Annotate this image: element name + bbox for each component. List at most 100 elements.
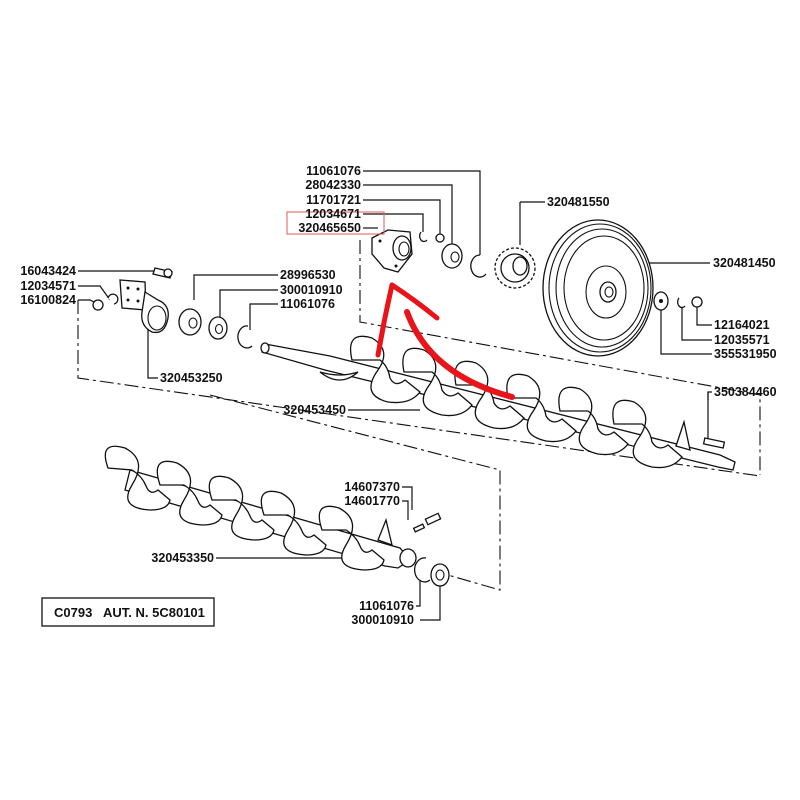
- label-16100824[interactable]: 16100824: [20, 293, 76, 307]
- upper-flight-5: [558, 386, 629, 456]
- frame-line-upper: [359, 240, 761, 475]
- label-12034571[interactable]: 12034571: [20, 279, 76, 293]
- label-320453450[interactable]: 320453450: [283, 403, 346, 417]
- pulley-face: [563, 235, 645, 341]
- bearing-28996530-bore: [188, 317, 198, 329]
- upper-flight-2: [402, 347, 473, 417]
- lower-flight-2: [156, 460, 223, 526]
- circlip-11061076-left: [237, 325, 253, 349]
- label-320481450[interactable]: 320481450: [713, 256, 776, 270]
- lower-auger-flights: [104, 445, 385, 571]
- left-bracket-group: [92, 267, 253, 349]
- lower-auger: [104, 445, 450, 587]
- bracket-hole: [136, 299, 140, 303]
- pulley-bore: [604, 286, 614, 298]
- bracket-hole: [126, 298, 130, 302]
- label-12034671[interactable]: 12034671: [305, 207, 361, 221]
- lower-auger-shaft: [124, 469, 411, 569]
- upper-auger-fin-left: [319, 371, 359, 381]
- leader-28042330: [363, 184, 453, 245]
- sprocket-hub: [512, 256, 528, 276]
- housing-bore: [147, 305, 167, 331]
- upper-auger-flights: [349, 335, 683, 469]
- nut-11701721: [435, 233, 445, 243]
- lower-auger-fin: [377, 517, 393, 547]
- label-14607370[interactable]: 14607370: [344, 480, 400, 494]
- leader-12164021: [696, 305, 712, 326]
- bracket-hole: [136, 287, 140, 291]
- label-320481550[interactable]: 320481550: [547, 195, 610, 209]
- sprocket-320481550: [494, 247, 536, 289]
- label-16043424[interactable]: 16043424: [20, 264, 76, 278]
- frame-line-left: [77, 300, 761, 477]
- lower-flight-4: [260, 490, 327, 556]
- flange-bore: [398, 241, 410, 257]
- frame-line-lower: [209, 394, 501, 591]
- pulley-rim-outer: [542, 219, 654, 357]
- bracket-hole: [126, 286, 130, 290]
- clip-12035571: [676, 297, 686, 309]
- label-11061076-top[interactable]: 11061076: [306, 164, 361, 178]
- reference-box-frame: [41, 597, 215, 627]
- pulley-center: [585, 265, 627, 319]
- circlip-11061076-bottom: [413, 557, 431, 583]
- upper-auger-fin-right: [675, 419, 691, 451]
- shaft-end-left: [260, 342, 270, 354]
- arrow-tail-stroke: [404, 309, 515, 400]
- leader-12034671: [363, 213, 424, 232]
- leader-12034571: [78, 285, 111, 301]
- label-12035571[interactable]: 12035571: [714, 333, 770, 347]
- leader-11701721: [363, 199, 441, 238]
- upper-flight-6: [612, 399, 683, 469]
- nut-12164021: [691, 296, 703, 308]
- bearing-28042330-bore: [450, 251, 460, 263]
- arrow-head-stroke: [389, 282, 440, 321]
- label-320453250[interactable]: 320453250: [160, 371, 223, 385]
- part-labels[interactable]: 11061076 28042330 11701721 12034671 3204…: [20, 164, 776, 627]
- highlight-box-320465650: [286, 211, 385, 235]
- label-11701721[interactable]: 11701721: [306, 193, 361, 207]
- label-300010910-bottom[interactable]: 300010910: [351, 613, 414, 627]
- leader-300010910: [219, 289, 278, 318]
- top-group-leaders: [363, 170, 712, 445]
- washer-hole: [659, 299, 663, 303]
- nut-16100824: [92, 299, 104, 311]
- label-11061076-left[interactable]: 11061076: [280, 297, 335, 311]
- upper-auger: [260, 335, 736, 471]
- label-14601770[interactable]: 14601770: [344, 494, 400, 508]
- label-320465650[interactable]: 320465650: [298, 221, 361, 235]
- upper-flight-4: [506, 373, 577, 443]
- key-350384460: [702, 437, 726, 449]
- leader-14607370: [402, 486, 413, 510]
- bearing-28996530: [178, 308, 202, 336]
- label-320453350[interactable]: 320453350: [151, 551, 214, 565]
- label-12164021[interactable]: 12164021: [714, 318, 770, 332]
- label-355531950[interactable]: 355531950: [714, 347, 777, 361]
- label-350384460[interactable]: 350384460: [714, 385, 777, 399]
- red-arrow-annotation: [375, 282, 515, 400]
- bearing-300010910-bore: [214, 323, 224, 335]
- label-11061076-bottom[interactable]: 11061076: [359, 599, 414, 613]
- clip-12034671: [418, 231, 428, 243]
- pin-14607370: [424, 512, 442, 526]
- bearing-bore-bottom: [435, 569, 445, 581]
- leader-355531950: [660, 310, 712, 355]
- pulley-hub: [599, 281, 617, 303]
- upper-flight-1: [349, 335, 421, 404]
- label-28996530[interactable]: 28996530: [280, 268, 336, 282]
- bearing-300010910: [208, 316, 228, 340]
- lower-flight-3: [208, 475, 275, 541]
- leader-28996530: [193, 274, 278, 300]
- pulley-rim-2: [548, 223, 652, 353]
- flange-hole: [378, 239, 382, 243]
- flange-hole: [394, 264, 398, 268]
- leader-14601770: [402, 500, 409, 520]
- lower-flight-5: [318, 505, 385, 571]
- leader-300010910-bottom: [420, 585, 441, 621]
- reference-authorization: AUT. N. 5C80101: [103, 605, 205, 620]
- lower-flight-1: [104, 445, 171, 511]
- leader-11061076-left: [249, 303, 278, 330]
- label-28042330[interactable]: 28042330: [305, 178, 361, 192]
- label-300010910[interactable]: 300010910: [280, 283, 343, 297]
